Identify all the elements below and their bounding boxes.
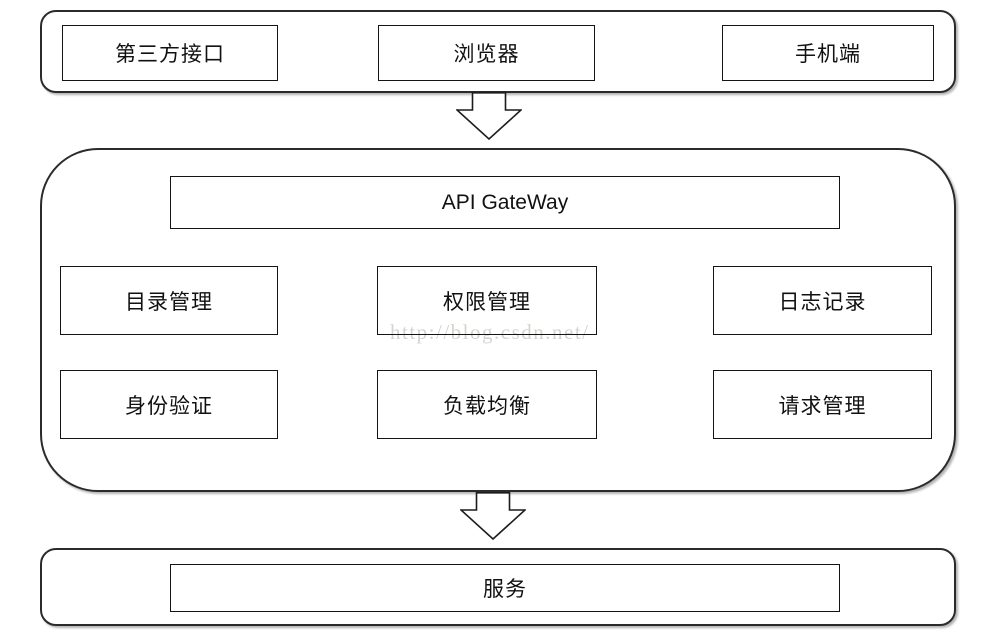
module-box-logging: 日志记录 [713,266,932,335]
clients-container [40,10,956,93]
module-box-request-management-label: 请求管理 [778,393,867,418]
module-box-permission-management: 权限管理 [377,266,597,335]
down-arrow-icon [460,492,526,540]
api-gateway-box: API GateWay [170,176,840,229]
client-box-third-party-api: 第三方接口 [62,25,278,81]
module-box-authentication-label: 身份验证 [125,393,213,418]
service-box: 服务 [170,564,840,612]
client-box-browser-label: 浏览器 [453,42,520,66]
api-gateway-label: API GateWay [441,190,569,214]
module-box-logging-label: 日志记录 [778,289,867,314]
module-box-load-balancing: 负载均衡 [377,370,597,439]
module-box-request-management: 请求管理 [713,370,932,439]
module-box-load-balancing-label: 负载均衡 [443,393,531,418]
module-box-catalog-management: 目录管理 [60,266,278,335]
down-arrow-icon [456,92,522,140]
module-box-catalog-management-label: 目录管理 [125,289,213,314]
client-box-mobile: 手机端 [722,25,934,81]
module-box-permission-management-label: 权限管理 [443,289,531,314]
client-box-mobile-label: 手机端 [795,42,861,66]
service-box-label: 服务 [483,577,527,601]
module-box-authentication: 身份验证 [60,370,278,439]
gateway-container [40,148,956,492]
client-box-third-party-api-label: 第三方接口 [115,42,225,66]
client-box-browser: 浏览器 [378,25,595,81]
services-container [40,548,956,626]
